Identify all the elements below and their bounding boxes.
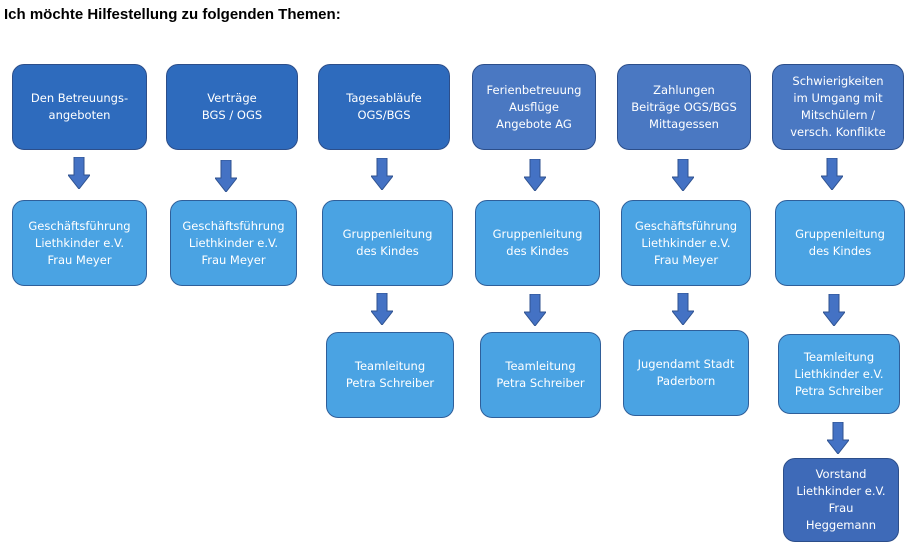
topic-label: Zahlungen Beiträge OGS/BGS Mittagessen bbox=[631, 82, 737, 131]
contact-label: Teamleitung Petra Schreiber bbox=[496, 359, 585, 390]
contact-box-teamleitung[interactable]: Teamleitung Liethkinder e.V. Petra Schre… bbox=[778, 334, 900, 414]
down-arrow-icon bbox=[371, 158, 393, 190]
contact-box-gruppenleitung[interactable]: Gruppenleitung des Kindes bbox=[775, 200, 905, 286]
contact-label: Gruppenleitung des Kindes bbox=[342, 227, 433, 258]
contact-label: Jugendamt Stadt Paderborn bbox=[637, 357, 735, 388]
contact-box-jugendamt[interactable]: Jugendamt Stadt Paderborn bbox=[623, 330, 749, 416]
contact-label: Teamleitung Petra Schreiber bbox=[345, 359, 435, 390]
contact-label: Geschäftsführung Liethkinder e.V. Frau M… bbox=[182, 218, 285, 267]
down-arrow-icon bbox=[524, 159, 546, 191]
down-arrow-icon bbox=[672, 293, 694, 325]
topic-box-ferienbetreuung[interactable]: Ferienbetreuung Ausflüge Angebote AG bbox=[472, 64, 596, 150]
down-arrow-icon bbox=[371, 293, 393, 325]
contact-label: Vorstand Liethkinder e.V. Frau Heggemann bbox=[796, 467, 886, 532]
topic-label: Ferienbetreuung Ausflüge Angebote AG bbox=[486, 82, 582, 131]
topic-label: Verträge BGS / OGS bbox=[201, 91, 263, 122]
topic-box-vertraege[interactable]: Verträge BGS / OGS bbox=[166, 64, 298, 150]
down-arrow-icon bbox=[68, 157, 90, 189]
topic-box-betreuungsangebote[interactable]: Den Betreuungs- angeboten bbox=[12, 64, 147, 150]
topic-box-tagesablaeufe[interactable]: Tagesabläufe OGS/BGS bbox=[318, 64, 450, 150]
contact-box-teamleitung[interactable]: Teamleitung Petra Schreiber bbox=[480, 332, 601, 418]
down-arrow-icon bbox=[672, 159, 694, 191]
contact-box-geschaeftsfuehrung[interactable]: Geschäftsführung Liethkinder e.V. Frau M… bbox=[170, 200, 297, 286]
contact-box-vorstand[interactable]: Vorstand Liethkinder e.V. Frau Heggemann bbox=[783, 458, 899, 542]
contact-box-geschaeftsfuehrung[interactable]: Geschäftsführung Liethkinder e.V. Frau M… bbox=[621, 200, 751, 286]
contact-box-teamleitung[interactable]: Teamleitung Petra Schreiber bbox=[326, 332, 454, 418]
down-arrow-icon bbox=[215, 160, 237, 192]
topic-label: Tagesabläufe OGS/BGS bbox=[346, 91, 422, 122]
contact-label: Geschäftsführung Liethkinder e.V. Frau M… bbox=[28, 218, 131, 267]
down-arrow-icon bbox=[821, 158, 843, 190]
topic-label: Den Betreuungs- angeboten bbox=[30, 91, 129, 122]
contact-box-geschaeftsfuehrung[interactable]: Geschäftsführung Liethkinder e.V. Frau M… bbox=[12, 200, 147, 286]
page-title: Ich möchte Hilfestellung zu folgenden Th… bbox=[4, 6, 341, 23]
down-arrow-icon bbox=[823, 294, 845, 326]
contact-box-gruppenleitung[interactable]: Gruppenleitung des Kindes bbox=[475, 200, 600, 286]
contact-label: Gruppenleitung des Kindes bbox=[492, 227, 583, 258]
down-arrow-icon bbox=[524, 294, 546, 326]
contact-label: Geschäftsführung Liethkinder e.V. Frau M… bbox=[634, 218, 738, 267]
contact-label: Teamleitung Liethkinder e.V. Petra Schre… bbox=[794, 349, 884, 398]
topic-box-schwierigkeiten[interactable]: Schwierigkeiten im Umgang mit Mitschüler… bbox=[772, 64, 904, 150]
contact-label: Gruppenleitung des Kindes bbox=[795, 227, 885, 258]
topic-label: Schwierigkeiten im Umgang mit Mitschüler… bbox=[790, 74, 886, 139]
topic-box-zahlungen[interactable]: Zahlungen Beiträge OGS/BGS Mittagessen bbox=[617, 64, 751, 150]
down-arrow-icon bbox=[827, 422, 849, 454]
contact-box-gruppenleitung[interactable]: Gruppenleitung des Kindes bbox=[322, 200, 453, 286]
